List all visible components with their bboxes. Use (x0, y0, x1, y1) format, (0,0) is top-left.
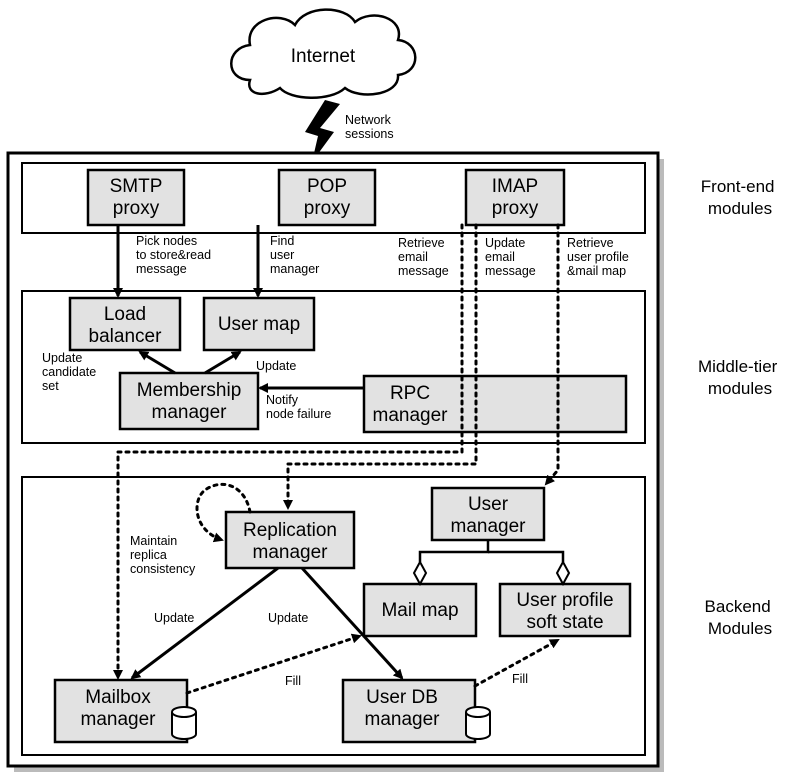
pick-nodes-label: Pick nodes to store&read message (136, 234, 215, 276)
membership-to-loadbalancer-arrow (138, 350, 176, 375)
replication-to-mailbox-arrow (130, 566, 279, 680)
maintain-consistency-label: Maintain replica consistency (130, 534, 196, 576)
user-map: User map (202, 296, 316, 352)
frontend-modules-label: Front-end modules (701, 177, 779, 218)
mailbox-fill-mailmap-path (185, 633, 362, 695)
update-candidate-label: Update candidate set (42, 351, 100, 393)
replication-to-userdb-arrow (300, 566, 404, 680)
userdb-fill-userprofile-path (473, 638, 560, 688)
userprofile-diamond-icon (555, 559, 571, 587)
network-sessions-label: Network sessions (345, 113, 394, 141)
imap-retrieve-profile-path (544, 223, 560, 486)
mail-map: Mail map (362, 582, 478, 638)
membership-to-usermap-arrow (204, 350, 242, 375)
update-mailbox-label: Update (154, 611, 194, 625)
lightning-bolt-icon (305, 100, 340, 162)
update-usermap-label: Update (256, 359, 296, 373)
update-userdb-label: Update (268, 611, 308, 625)
update-email-label: Update email message (485, 236, 536, 278)
internet-cloud-icon (230, 8, 417, 99)
userdb-database-icon (465, 706, 491, 740)
find-user-manager-label: Find user manager (270, 234, 319, 276)
mailmap-diamond-icon (412, 559, 428, 587)
middle-tier-modules-label: Middle-tier modules (698, 357, 782, 398)
svg-text:User map: User map (218, 314, 300, 335)
usermanager-composition-links (412, 540, 571, 587)
backend-modules-label: Backend Modules (705, 597, 776, 638)
retrieve-profile-label: Retrieve user profile &mail map (567, 236, 632, 278)
mailbox-database-icon (171, 706, 197, 740)
retrieve-email-label: Retrieve email message (398, 236, 449, 278)
fill-mailmap-label: Fill (285, 674, 301, 688)
imap-retrieve-email-path (113, 223, 464, 680)
notify-node-failure-label: Notify node failure (266, 393, 331, 421)
fill-userprofile-label: Fill (512, 672, 528, 686)
internet-label: Internet (291, 46, 356, 67)
imap-update-email-path (283, 223, 478, 510)
svg-text:Mail map: Mail map (381, 600, 458, 621)
